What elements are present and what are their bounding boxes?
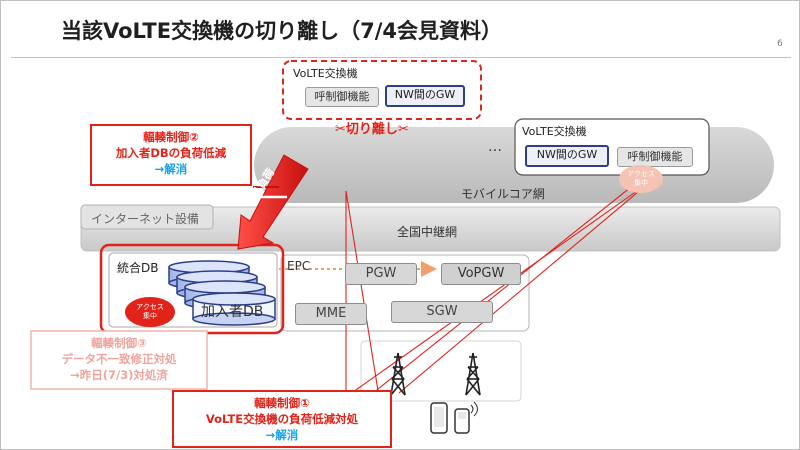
vopgw-chip: VoPGW bbox=[441, 263, 521, 285]
callout-control2-line2: →解消 bbox=[154, 162, 188, 176]
callout-control3-line2: →昨日(7/3)対処済 bbox=[70, 368, 168, 382]
pgw-chip: PGW bbox=[345, 263, 417, 285]
active-access-badge-line2: 集中 bbox=[634, 179, 648, 187]
callout-control3: 輻輳制御③ データ不一致修正対処 →昨日(7/3)対処済 bbox=[31, 335, 207, 383]
isolated-call-control-chip: 呼制御機能 bbox=[305, 87, 379, 107]
callout-control1-frame bbox=[172, 390, 392, 448]
separation-label: ✂切り離し✂ bbox=[335, 122, 409, 137]
radio-access-box bbox=[360, 340, 522, 402]
active-nw-gw-chip: NW間のGW bbox=[525, 145, 609, 167]
db-access-badge: アクセス 集中 bbox=[125, 297, 175, 327]
page-number: 6 bbox=[777, 39, 783, 49]
national-relay-label: 全国中継網 bbox=[397, 225, 458, 239]
page-title: 当該VoLTE交換機の切り離し（7/4会見資料） bbox=[61, 19, 502, 43]
subscriber-db-disks bbox=[168, 260, 276, 326]
overload-arrow bbox=[237, 154, 309, 250]
callout-control3-heading: 輻輳制御③ bbox=[91, 336, 147, 350]
callout-control3-line1: データ不一致修正対処 bbox=[61, 352, 177, 366]
db-access-badge-line1: アクセス bbox=[136, 303, 164, 311]
callout-control1: 輻輳制御① VoLTE交換機の負荷低減対処 →解消 bbox=[173, 395, 391, 443]
active-volte-title: VoLTE交換機 bbox=[522, 125, 587, 138]
callout-control1-heading: 輻輳制御① bbox=[254, 396, 310, 410]
subscriber-db-label: 加入者DB bbox=[201, 304, 264, 320]
callout-control1-line1: VoLTE交換機の負荷低減対処 bbox=[205, 412, 359, 426]
more-volte-dots: … bbox=[488, 139, 502, 155]
cell-tower-icon bbox=[465, 352, 481, 396]
active-access-badge: アクセス 集中 bbox=[619, 165, 663, 193]
internet-equipment-box bbox=[80, 204, 214, 230]
integrated-db-title: 統合DB bbox=[117, 261, 159, 275]
callout-control1-line2: →解消 bbox=[265, 428, 299, 442]
mme-chip: MME bbox=[295, 303, 367, 325]
isolated-nw-gw-chip: NW間のGW bbox=[385, 85, 465, 107]
callout-control2: 輻輳制御② 加入者DBの負荷低減 →解消 bbox=[91, 129, 251, 177]
title-divider bbox=[11, 57, 791, 58]
active-access-badge-line1: アクセス bbox=[627, 170, 655, 178]
callout-control2-frame bbox=[90, 124, 252, 186]
callout-control2-line1: 加入者DBの負荷低減 bbox=[115, 146, 227, 160]
isolated-volte-title: VoLTE交換機 bbox=[293, 67, 358, 80]
internet-equipment-label: インターネット設備 bbox=[91, 212, 200, 226]
cell-tower-icon bbox=[390, 352, 406, 396]
callout-control3-frame bbox=[30, 330, 208, 390]
active-call-control-chip: 呼制御機能 bbox=[617, 147, 693, 167]
smartphone-icon bbox=[430, 402, 448, 434]
callout-control2-heading: 輻輳制御② bbox=[143, 130, 199, 144]
sgw-chip: SGW bbox=[391, 301, 493, 323]
db-access-badge-line2: 集中 bbox=[143, 312, 157, 320]
mobile-core-label: モバイルコア網 bbox=[461, 187, 545, 201]
epc-title: EPC bbox=[287, 259, 311, 273]
feature-phone-icon bbox=[454, 401, 478, 434]
